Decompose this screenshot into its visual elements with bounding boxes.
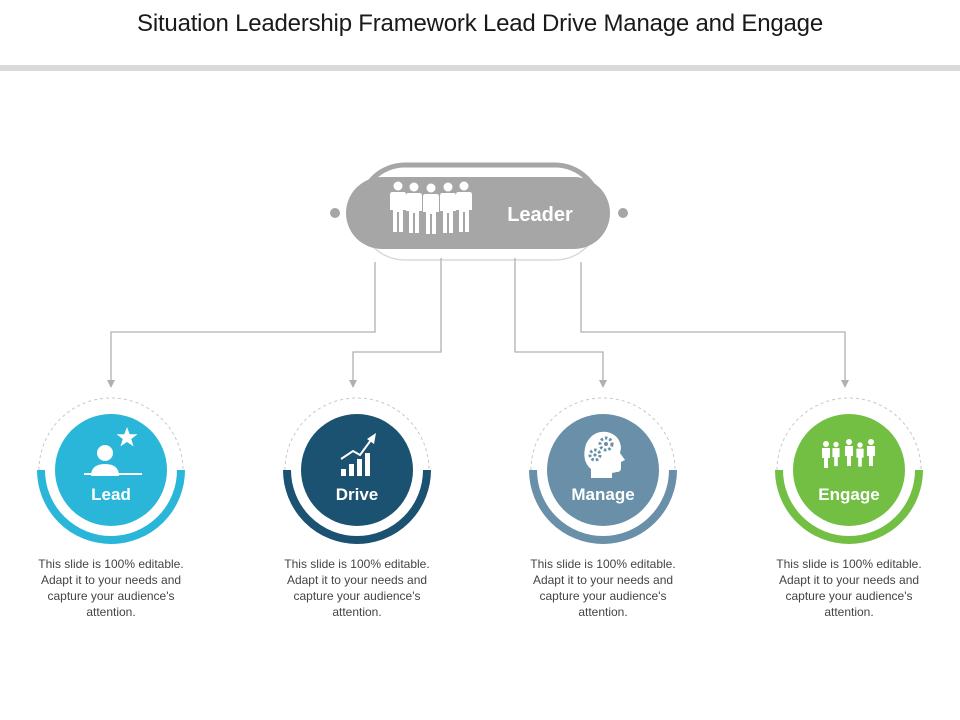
leader-right-dot xyxy=(618,208,628,218)
connectors xyxy=(107,258,849,388)
node-engage: Engage xyxy=(775,397,923,544)
title-divider xyxy=(0,65,960,71)
node-engage-label: Engage xyxy=(818,485,879,504)
leader-node: Leader xyxy=(330,162,628,261)
node-manage-label: Manage xyxy=(571,485,634,504)
connector-manage xyxy=(514,258,607,388)
leader-left-dot xyxy=(330,208,340,218)
node-engage-ring xyxy=(775,469,923,544)
manage-description: This slide is 100% editable. Adapt it to… xyxy=(530,557,676,619)
node-drive-label: Drive xyxy=(336,485,379,504)
head-gears-icon xyxy=(584,431,625,478)
node-drive-dashed-arc xyxy=(284,397,430,471)
node-drive: Drive xyxy=(283,397,431,544)
lead-description: This slide is 100% editable. Adapt it to… xyxy=(38,557,184,619)
drive-description: This slide is 100% editable. Adapt it to… xyxy=(284,557,430,619)
growth-chart-icon xyxy=(340,433,376,476)
node-lead: Lead xyxy=(37,397,185,544)
node-drive-ring xyxy=(283,469,431,544)
engage-description: This slide is 100% editable. Adapt it to… xyxy=(776,557,922,619)
leader-label: Leader xyxy=(507,204,573,226)
node-lead-dashed-arc xyxy=(38,397,184,471)
node-manage: Manage xyxy=(529,397,677,544)
connector-engage xyxy=(580,262,849,388)
node-manage-dashed-arc xyxy=(530,397,676,471)
node-engage-dashed-arc xyxy=(776,397,922,471)
node-engage-circle xyxy=(793,414,905,526)
connector-lead xyxy=(107,262,376,388)
node-lead-label: Lead xyxy=(91,485,131,504)
node-lead-ring xyxy=(37,469,185,544)
node-manage-ring xyxy=(529,469,677,544)
connector-drive xyxy=(349,258,442,388)
slide-title: Situation Leadership Framework Lead Driv… xyxy=(137,10,823,37)
person-star-icon xyxy=(84,427,142,476)
